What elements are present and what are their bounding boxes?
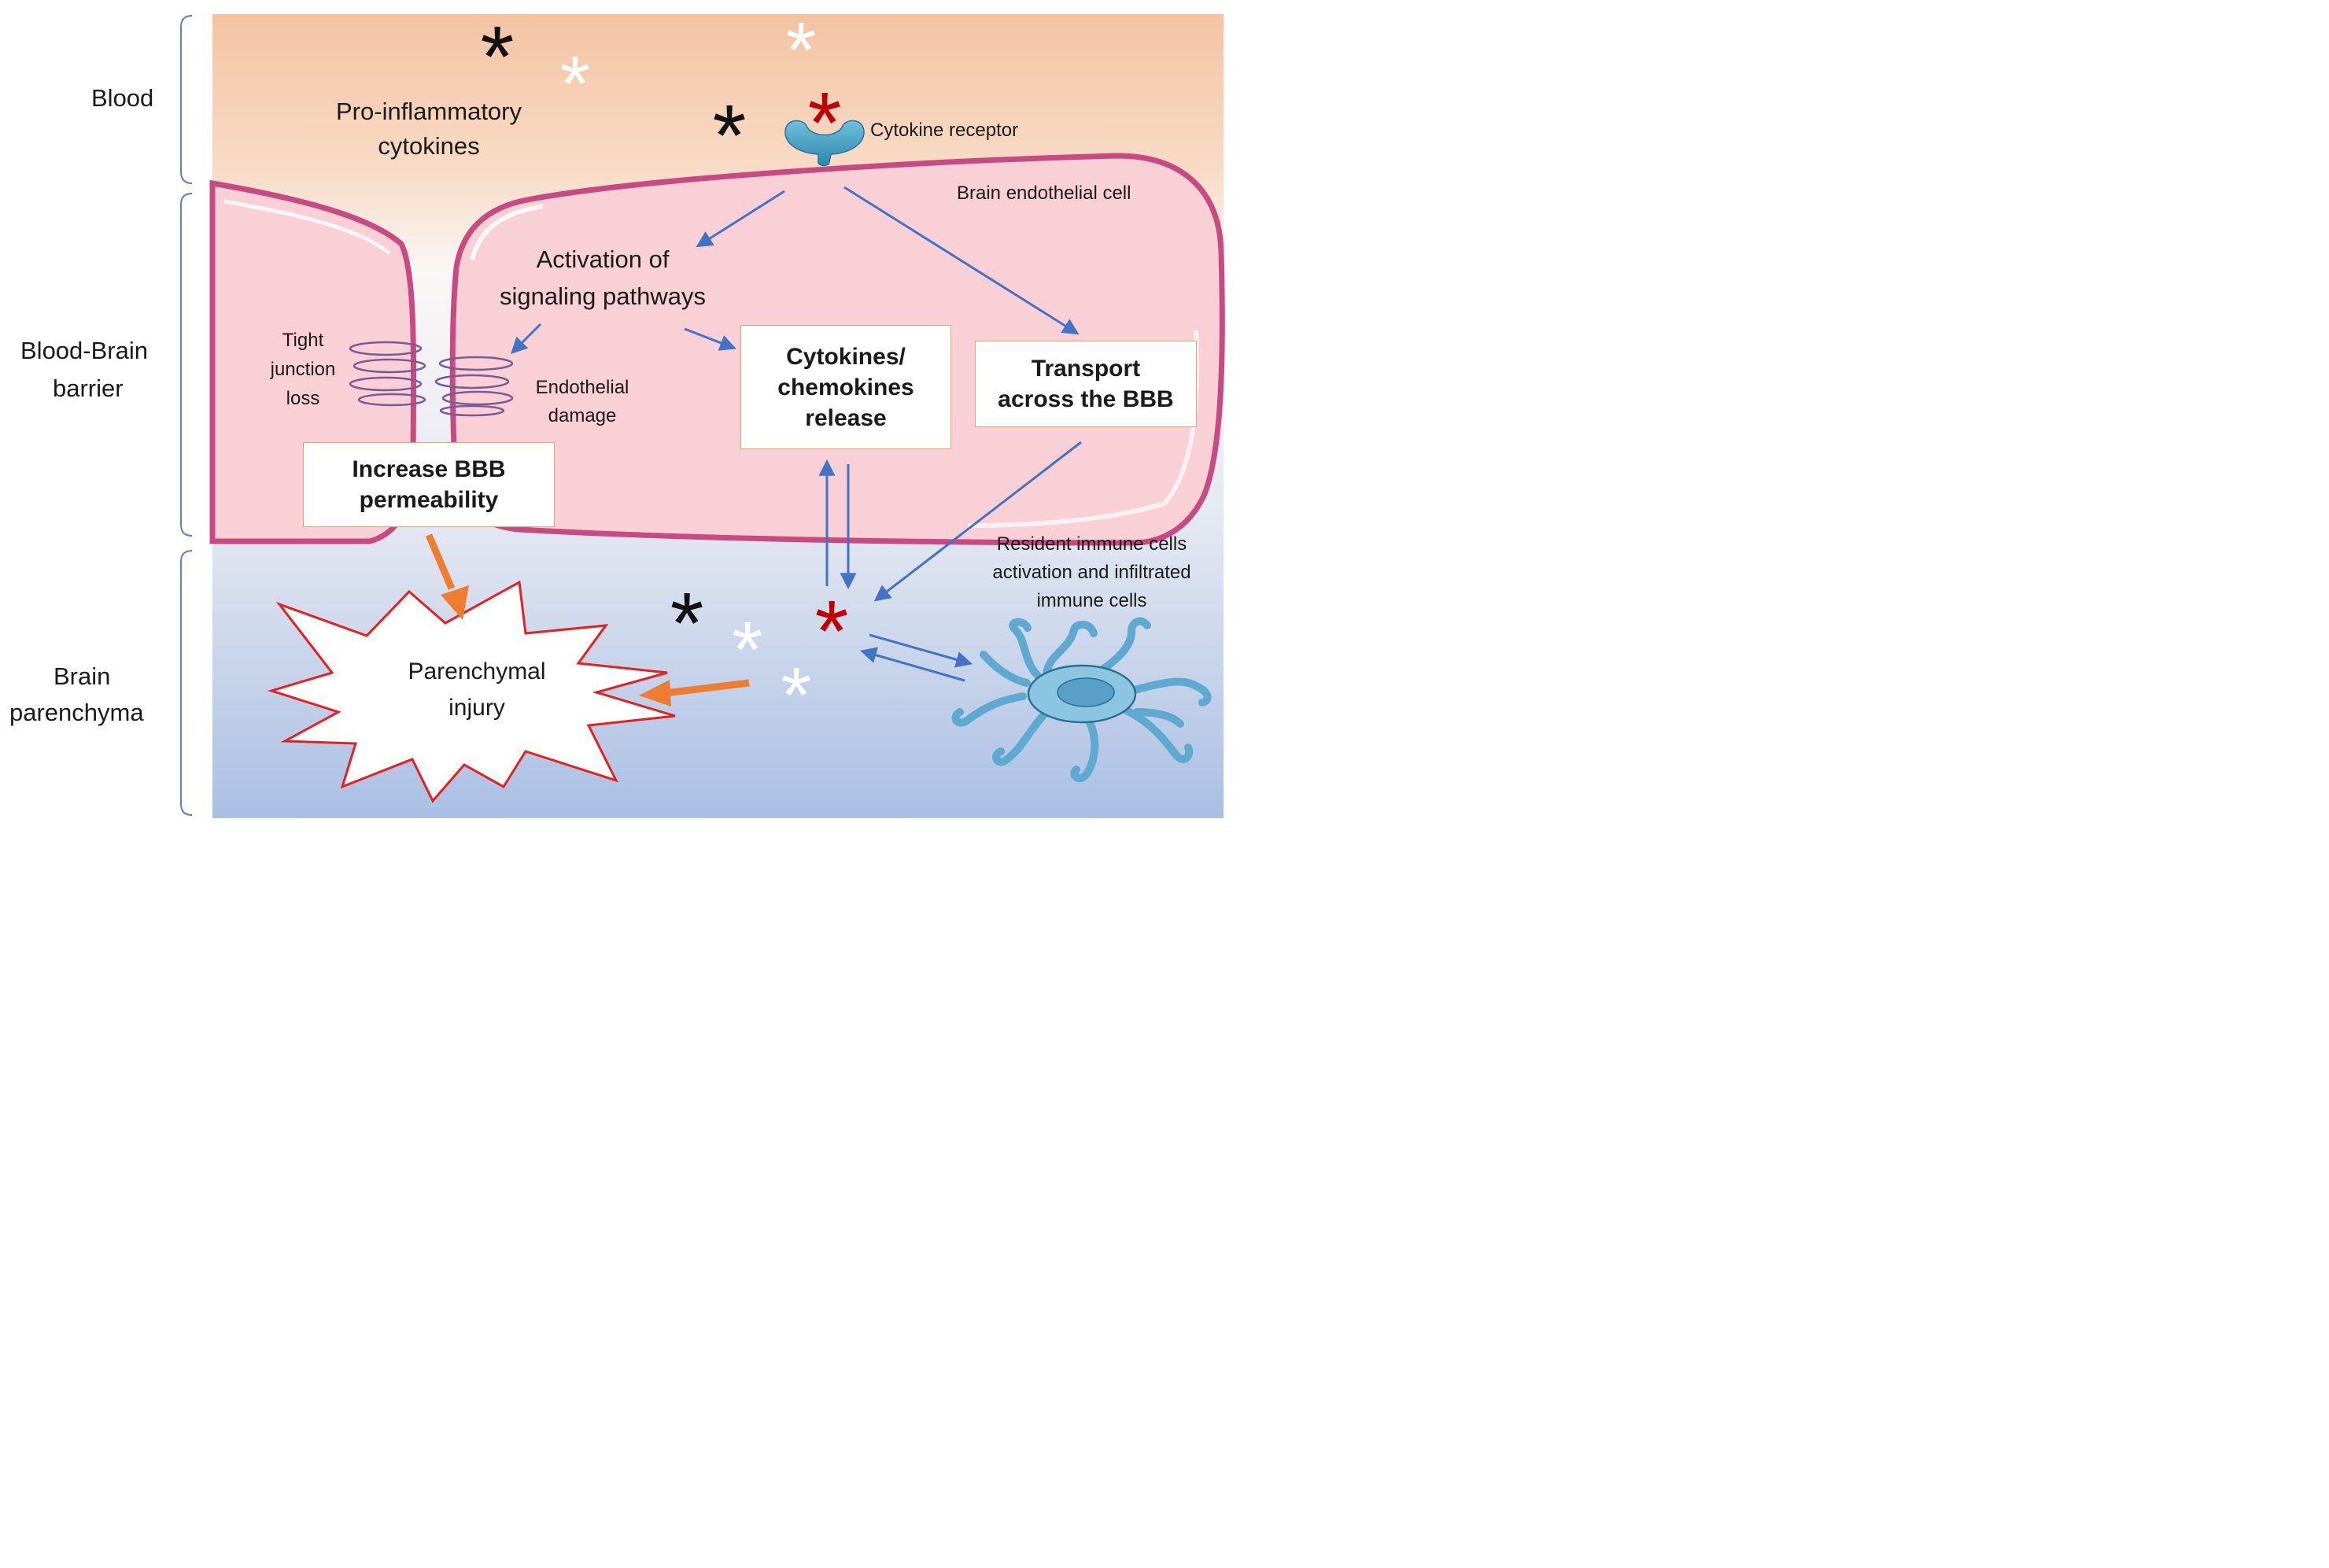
transport-box-line1: Transport bbox=[1031, 356, 1141, 382]
permeability-box: Increase BBB permeability bbox=[303, 442, 555, 527]
cytokine-receptor-icon bbox=[784, 120, 865, 167]
arrow-immune-cell-to-cytokine bbox=[859, 647, 965, 682]
arrow-cytokines-to-injury-head bbox=[639, 680, 671, 707]
transport-box: Transport across the BBB bbox=[975, 341, 1197, 427]
cytokine-white-1: * bbox=[560, 40, 591, 128]
injury-label-line1: Parenchymal bbox=[408, 659, 546, 684]
immune-label-line3: immune cells bbox=[1036, 590, 1147, 611]
activation-label-line2: signaling pathways bbox=[500, 282, 706, 310]
immune-label-line2: activation and infiltrated bbox=[992, 562, 1191, 583]
cytokine-black-2: * bbox=[713, 87, 747, 184]
receptor-label: Cytokine receptor bbox=[870, 120, 1019, 141]
arrow-cytokines-to-injury bbox=[664, 679, 750, 697]
activation-label-line1: Activation of bbox=[536, 245, 670, 273]
permeability-box-line1: Increase BBB bbox=[352, 456, 506, 482]
arrow-receptor-to-transport bbox=[843, 186, 1080, 335]
cytokine-black-1: * bbox=[481, 9, 515, 105]
parenchyma-label-line1: Brain bbox=[54, 662, 111, 690]
tight-junction-strands bbox=[349, 341, 514, 417]
tight-junction-label-line3: loss bbox=[286, 388, 320, 409]
injury-label-line2: injury bbox=[448, 695, 505, 721]
release-box-line2: chemokines bbox=[777, 374, 914, 400]
arrow-transport-to-cytokine bbox=[873, 441, 1082, 602]
left-cell-highlight bbox=[223, 199, 391, 255]
tight-junction-label-line1: Tight bbox=[282, 330, 324, 351]
arrow-cytokine-to-immune-cell bbox=[869, 633, 973, 668]
release-box-line3: release bbox=[805, 404, 887, 431]
bbb-inflammation-diagram: * * * * * * * * * bbox=[0, 0, 1234, 831]
cytokines-release-box: Cytokines/ chemokines release bbox=[740, 325, 951, 449]
right-cell-highlight bbox=[470, 204, 544, 260]
parenchymal-injury-burst bbox=[267, 580, 676, 803]
bbb-label-line2: barrier bbox=[53, 374, 124, 402]
parenchyma-label-line2: parenchyma bbox=[9, 699, 144, 726]
cytokines-label-line2: cytokines bbox=[378, 132, 480, 160]
bbb-label-line1: Blood-Brain bbox=[20, 337, 148, 364]
cytokine-asterisks: * * * * * * * * * bbox=[481, 6, 849, 740]
tight-junction-label-line2: junction bbox=[270, 359, 336, 380]
permeability-box-line2: permeability bbox=[359, 487, 499, 513]
arrow-activation-to-damage bbox=[511, 323, 542, 354]
release-box-line1: Cytokines/ bbox=[786, 343, 906, 370]
immune-label-line1: Resident immune cells bbox=[996, 533, 1187, 555]
endothelial-cell-label: Brain endothelial cell bbox=[957, 183, 1131, 204]
cytokine-white-3: * bbox=[733, 606, 763, 694]
blue-arrows bbox=[511, 186, 1082, 682]
transport-box-line2: across the BBB bbox=[998, 386, 1174, 412]
microglia-immune-cell-icon bbox=[951, 617, 1212, 783]
cytokine-red-parenchyma: * bbox=[815, 583, 849, 680]
cytokine-white-4: * bbox=[781, 651, 812, 740]
endothelial-damage-label-line1: Endothelial bbox=[535, 377, 629, 398]
blood-label: Blood bbox=[91, 84, 154, 112]
endothelial-damage-label-line2: damage bbox=[548, 405, 617, 426]
arrow-activation-to-release bbox=[684, 327, 736, 351]
orange-arrows bbox=[425, 533, 750, 707]
compartment-brackets bbox=[180, 15, 193, 816]
arrow-receptor-to-activation bbox=[696, 190, 785, 248]
cytokine-white-2: * bbox=[786, 6, 817, 94]
cytokine-black-3: * bbox=[670, 575, 704, 672]
cytokine-red-bound: * bbox=[808, 75, 842, 172]
arrow-permeability-to-injury bbox=[425, 533, 456, 590]
cytokines-label-line1: Pro-inflammatory bbox=[336, 98, 522, 125]
arrow-permeability-to-injury-head bbox=[441, 585, 469, 620]
